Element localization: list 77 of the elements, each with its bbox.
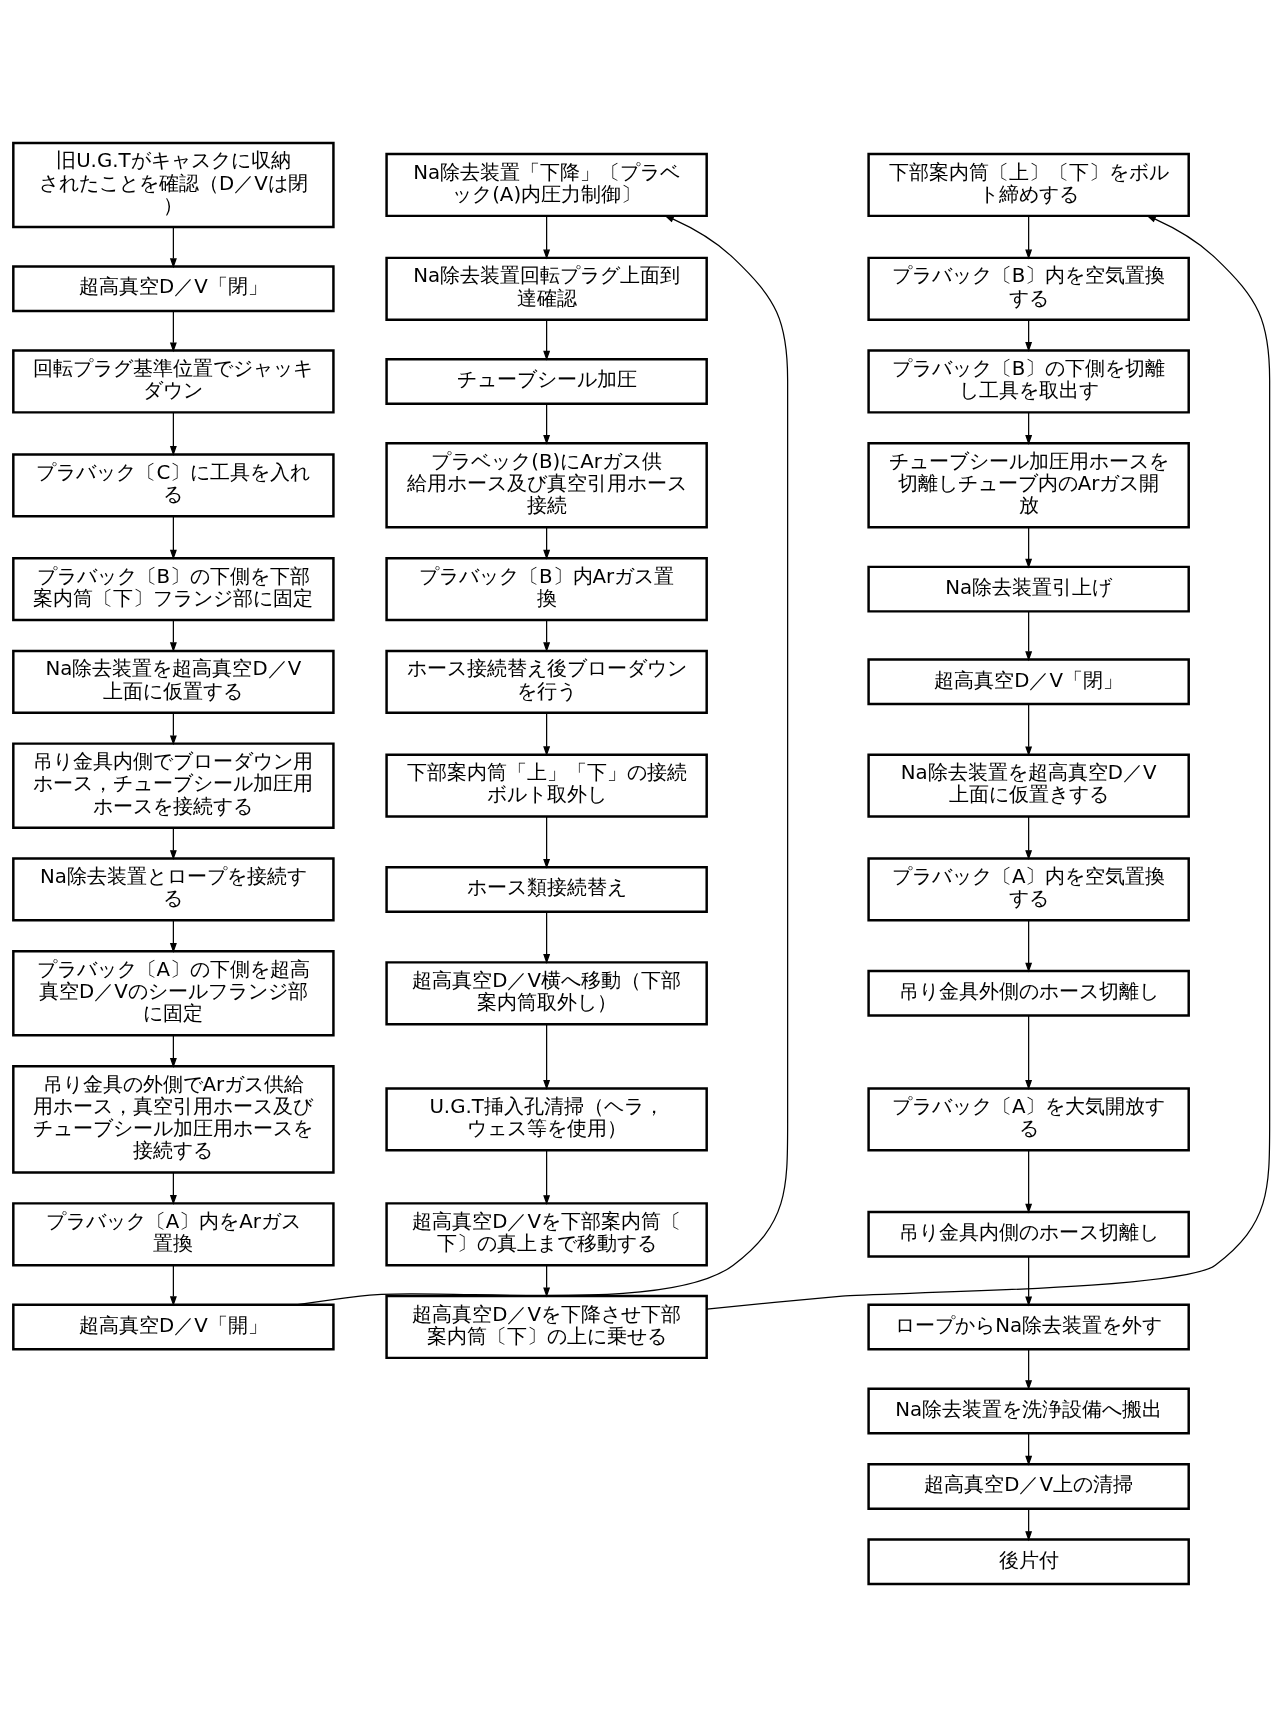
node-box: 超高真空D／V「閉」 [12, 264, 335, 312]
arrow [1025, 610, 1033, 661]
arrow [1025, 411, 1033, 445]
node-box: 超高真空D／Vを下降させ下部案内筒〔下〕の上に乗せる [385, 1294, 708, 1359]
node-box: 超高真空D／Vを下部案内筒〔下〕の真上まで移動する [385, 1201, 708, 1266]
node-box: プラバック〔B〕内を空気置換する [867, 256, 1190, 321]
node-box: 回転プラグ基準位置でジャッキダウン [12, 348, 335, 414]
arrow [169, 711, 177, 745]
node-box: チューブシール加圧用ホースを切離しチューブ内のArガス開放 [867, 441, 1190, 529]
node-box: 後片付 [867, 1537, 1190, 1585]
node-box: Na除去装置「下降」〔プラベック(A)内圧力制御〕 [385, 152, 708, 217]
node-box: プラバック〔A〕内を空気置換する [867, 856, 1190, 922]
node-box: プラベック(B)にArガス供給用ホース及び真空引用ホース接続 [385, 441, 708, 529]
node-box: プラバック〔A〕の下側を超高真空D／Vのシールフランジ部に固定 [12, 949, 335, 1037]
arrow [543, 1023, 551, 1090]
node-box: 吊り金具内側でブローダウン用ホース，チューブシール加圧用ホースを接続する [12, 741, 335, 829]
arrow [169, 515, 177, 560]
arrow [1025, 318, 1033, 352]
node-box: Na除去装置とロープを接続する [12, 856, 335, 922]
node-box: 超高真空D／V横へ移動（下部案内筒取外し） [385, 960, 708, 1025]
node-box: ホース接続替え後ブローダウンを行う [385, 649, 708, 714]
node-box: 吊り金具外側のホース切離し [867, 969, 1190, 1017]
node-box: 下部案内筒「上」「下」の接続ボルト取外し [385, 753, 708, 818]
arrow [1025, 1507, 1033, 1541]
arrow [543, 619, 551, 652]
node-box: Na除去装置を洗浄設備へ搬出 [867, 1387, 1190, 1434]
arrow [169, 411, 177, 456]
node-box: 超高真空D／V上の清掃 [867, 1462, 1190, 1510]
node-box: プラバック〔B〕の下側を切離し工具を取出す [867, 348, 1190, 414]
node-box: 吊り金具内側のホース切離し [867, 1210, 1190, 1258]
node-box: 下部案内筒〔上〕〔下〕をボルト締めする [867, 152, 1190, 217]
arrow [169, 226, 177, 268]
arrow [706, 214, 1271, 1310]
node-box: Na除去装置引上げ [867, 565, 1190, 613]
arrow [1025, 703, 1033, 756]
arrow [1025, 1014, 1033, 1090]
arrow [169, 1171, 177, 1205]
node-box: プラバック〔A〕内をArガス置換 [12, 1201, 335, 1266]
arrow [1025, 1432, 1033, 1466]
node-box: 吊り金具の外側でArガス供給用ホース，真空引用ホース及びチューブシール加圧用ホースを接続する [12, 1064, 335, 1174]
arrow [169, 1034, 177, 1068]
arrow [543, 911, 551, 964]
arrow [169, 1264, 177, 1306]
node-box: 超高真空D／V「開」 [12, 1303, 335, 1350]
arrow [543, 214, 551, 259]
node-box: U.G.T挿入孔清掃（ヘラ，ウェス等を使用） [385, 1086, 708, 1151]
arrow [169, 310, 177, 352]
arrow [1025, 1348, 1033, 1390]
node-box: ホース類接続替え [385, 865, 708, 913]
arrow [297, 214, 789, 1305]
node-box: Na除去装置を超高真空D／V上面に仮置する [12, 649, 335, 714]
arrow [543, 1149, 551, 1205]
node-box: プラバック〔B〕内Arガス置換 [385, 556, 708, 621]
arrow [543, 403, 551, 445]
node-box: プラバック〔A〕を大気開放する [867, 1086, 1190, 1151]
node-box: プラバック〔B〕の下側を下部案内筒〔下〕フランジ部に固定 [12, 556, 335, 621]
arrow [169, 919, 177, 953]
arrow [1025, 815, 1033, 860]
node-box: 超高真空D／V「閉」 [867, 657, 1190, 705]
node-box: Na除去装置回転プラグ上面到達確認 [385, 256, 708, 321]
node-box: プラバック〔C〕に工具を入れる [12, 452, 335, 517]
arrow [1025, 214, 1033, 259]
arrow [543, 318, 551, 361]
node-box: ロープからNa除去装置を外す [867, 1303, 1190, 1350]
node-box: チューブシール加圧 [385, 357, 708, 405]
arrow [169, 826, 177, 860]
arrow [1025, 1255, 1033, 1306]
arrow [543, 815, 551, 869]
arrow [543, 526, 551, 560]
arrow [1025, 919, 1033, 973]
arrow [543, 711, 551, 756]
arrow [1025, 526, 1033, 569]
arrow [1025, 1149, 1033, 1214]
node-box: Na除去装置を超高真空D／V上面に仮置きする [867, 753, 1190, 818]
node-box: 旧U.G.Tがキャスクに収納されたことを確認（D／Vは閉） [12, 141, 335, 228]
arrow [543, 1264, 551, 1297]
arrow [169, 619, 177, 652]
